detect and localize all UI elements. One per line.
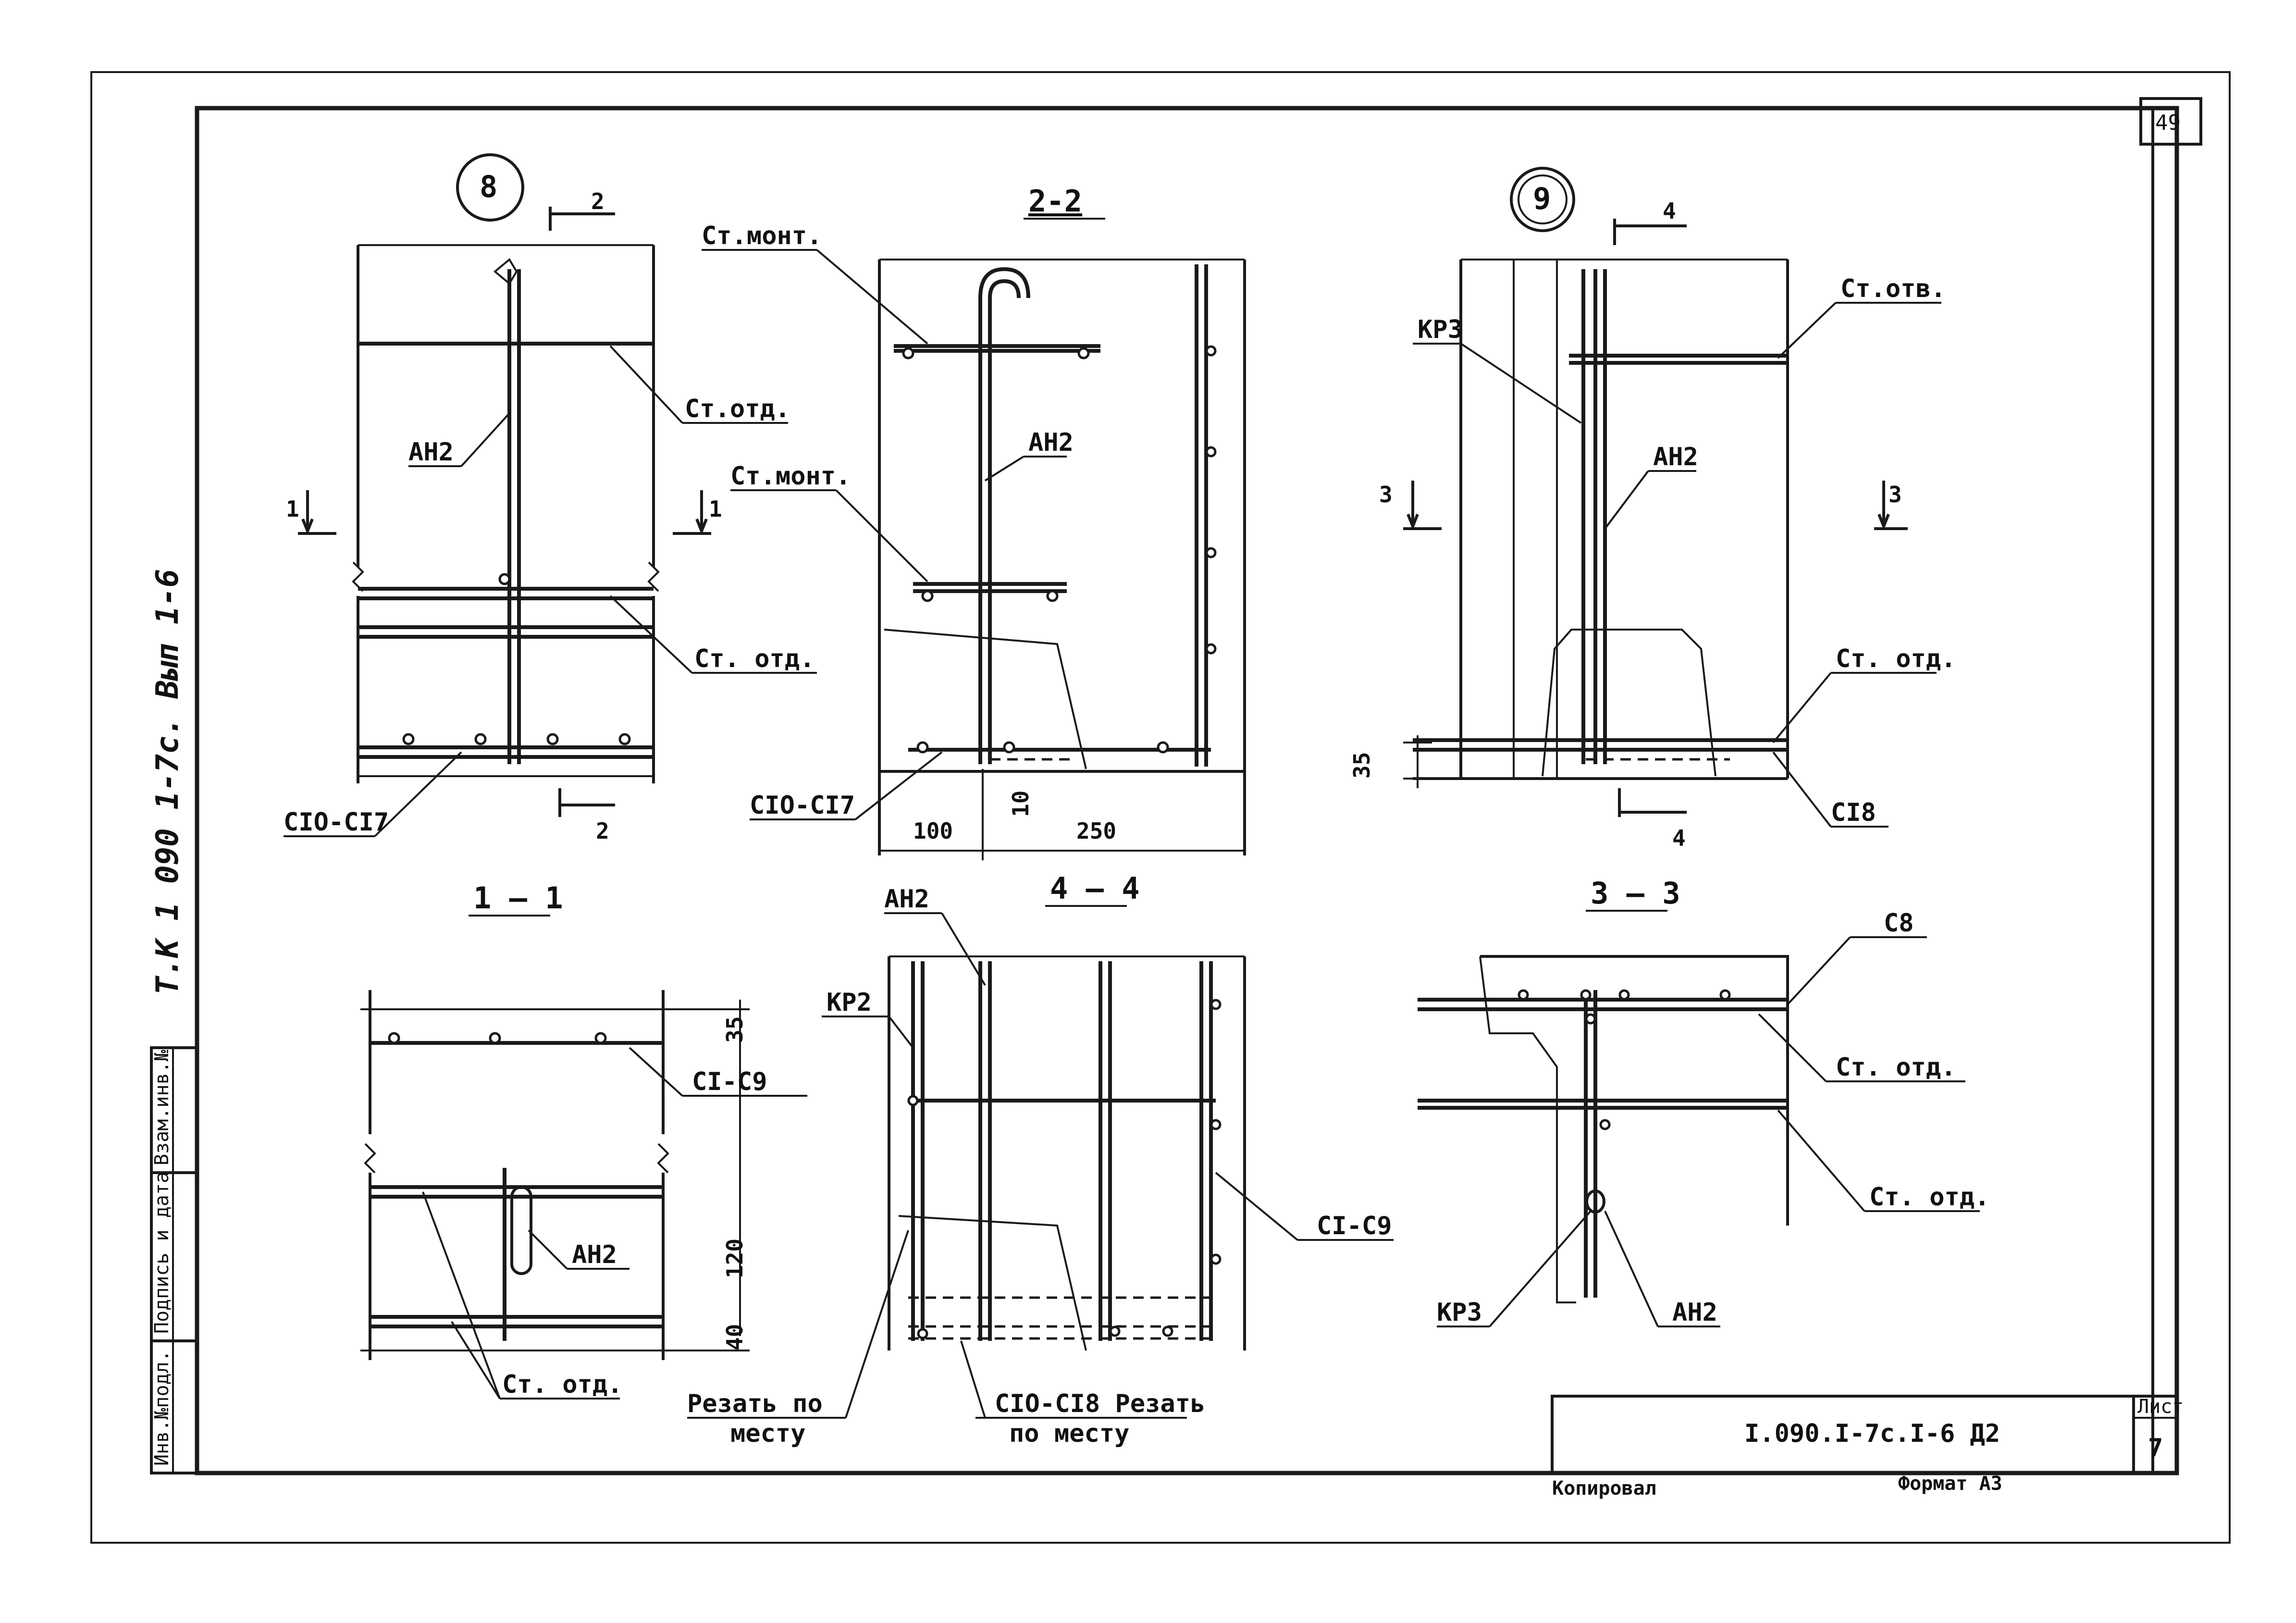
title-sheet-label: Лист xyxy=(2137,1396,2184,1418)
corner-number-box: 49 xyxy=(2139,97,2202,146)
label-c18: СI8 xyxy=(1831,798,1876,827)
section-title-3-3: 3 – 3 xyxy=(1591,876,1680,911)
node-8-number: 8 xyxy=(480,169,497,204)
title-block: I.090.I-7с.I-6 Д2 Лист 7 Копировал Форма… xyxy=(1551,1395,2184,1499)
label-kr2: КР2 xyxy=(827,988,872,1017)
dim-10: 10 xyxy=(1008,791,1034,817)
label-ah2-3: АН2 xyxy=(1653,443,1698,471)
label-ah2-5: АН2 xyxy=(884,885,929,914)
side-table: Инв.№подл. Подпись и дата Взам.инв.№ xyxy=(150,1046,198,1474)
section-4-4: 4 – 4 АН2 КР2 СI-С9 xyxy=(687,871,1394,1448)
cut-mark-3-left: 3 xyxy=(1379,482,1393,508)
section-3-3: 3 – 3 С8 Ст. отд. Ст. отд. КР3 АН2 xyxy=(1418,876,1989,1327)
section-title-4-4: 4 – 4 xyxy=(1050,871,1140,906)
side-table-row-3: Взам.инв.№ xyxy=(151,1050,173,1165)
cut-mark-4-top: 4 xyxy=(1663,198,1676,224)
label-po-mestu: по месту xyxy=(1009,1419,1129,1448)
section-title-2-2: 2-2 xyxy=(1028,184,1082,219)
cut-mark-3-right: 3 xyxy=(1889,482,1902,508)
label-st-otd-5: Ст. отд. xyxy=(1836,1053,1956,1082)
dim-120: 120 xyxy=(722,1239,748,1278)
label-ah2-6: АН2 xyxy=(1672,1298,1717,1327)
section-2-2: 2-2 Ст.мо xyxy=(702,184,1246,860)
corner-number: 49 xyxy=(2155,111,2181,135)
title-sheet-number: 7 xyxy=(2148,1434,2163,1462)
label-kr3-2: КР3 xyxy=(1437,1298,1482,1327)
dim-35-node9: 35 xyxy=(1349,752,1375,779)
label-st-otd-6: Ст. отд. xyxy=(1869,1183,1989,1212)
sheet-frame xyxy=(90,71,2231,1544)
label-st-otv: Ст.отв. xyxy=(1840,274,1946,303)
side-table-row-2: Подпись и дата xyxy=(151,1172,173,1334)
label-c1-c9-2: СI-С9 xyxy=(1317,1212,1392,1240)
label-c1-c9-1: СI-С9 xyxy=(692,1067,767,1096)
label-st-otd-4: Ст. отд. xyxy=(502,1370,622,1399)
label-ah2-4: АН2 xyxy=(572,1240,617,1269)
node-8-view: 8 2 Ст.отд. xyxy=(284,153,817,844)
label-c10-c18: СIO-СI8 Резать xyxy=(995,1389,1205,1418)
label-st-otd-2: Ст. отд. xyxy=(694,644,815,673)
title-code: I.090.I-7с.I-6 Д2 xyxy=(1744,1419,2000,1448)
label-c10-c17-2: СIO-СI7 xyxy=(750,791,855,820)
title-copied: Копировал xyxy=(1552,1477,1656,1499)
cut-mark-1-left: 1 xyxy=(286,496,299,522)
cut-mark-2-top: 2 xyxy=(591,188,605,214)
dim-35-s11: 35 xyxy=(722,1016,748,1043)
node-9-view: 9 4 35 3 3 xyxy=(1349,167,1956,851)
dim-250: 250 xyxy=(1076,818,1116,844)
cut-mark-1-right: 1 xyxy=(709,496,722,522)
label-st-mont-1: Ст.монт. xyxy=(702,222,822,250)
label-c8: С8 xyxy=(1884,909,1914,938)
title-format: Формат А3 xyxy=(1898,1473,2002,1495)
label-kr3-1: КР3 xyxy=(1418,315,1463,344)
dim-40: 40 xyxy=(722,1324,748,1350)
label-st-mont-2: Ст.монт. xyxy=(730,462,851,491)
node-9-number: 9 xyxy=(1533,181,1551,216)
label-st-otd-1: Ст.отд. xyxy=(685,395,790,423)
label-mestu: месту xyxy=(730,1419,806,1448)
cut-mark-4-bottom: 4 xyxy=(1672,825,1686,851)
label-ah2-1: АН2 xyxy=(408,438,454,467)
dim-100: 100 xyxy=(913,818,953,844)
section-1-1: 1 – 1 35 120 40 СI-С9 АН2 xyxy=(360,880,807,1400)
label-st-otd-3: Ст. отд. xyxy=(1836,644,1956,673)
cut-mark-2-bottom: 2 xyxy=(596,818,609,844)
label-ah2-2: АН2 xyxy=(1028,428,1074,457)
side-table-row-1: Инв.№подл. xyxy=(151,1350,173,1466)
side-stamp: Т.К 1 090 1-7с. Вып 1-6 xyxy=(150,569,185,995)
label-rezat: Резать по xyxy=(687,1389,823,1418)
section-title-1-1: 1 – 1 xyxy=(473,880,563,916)
label-c10-c17-1: СIO-СI7 xyxy=(284,808,389,837)
